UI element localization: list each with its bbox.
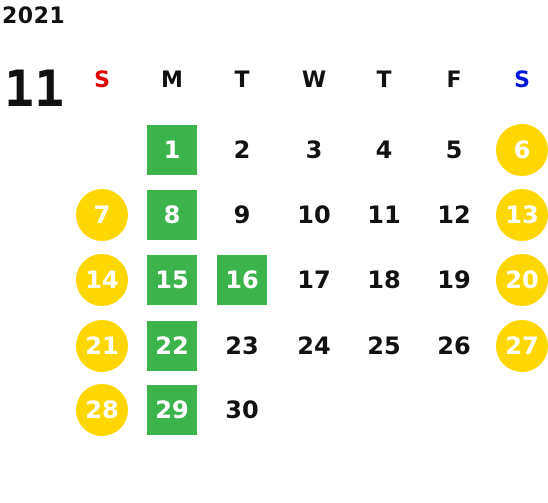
day-cell-25: 25 — [367, 332, 401, 360]
day-cell-22: 22 — [147, 321, 197, 371]
day-cell-12: 12 — [437, 201, 471, 229]
day-cell-14: 14 — [76, 254, 128, 306]
day-cell-11: 11 — [367, 201, 401, 229]
day-cell-23: 23 — [225, 332, 259, 360]
day-cell-2: 2 — [233, 136, 251, 164]
day-cell-27: 27 — [496, 320, 548, 372]
day-cell-20: 20 — [496, 254, 548, 306]
day-cell-1: 1 — [147, 125, 197, 175]
day-cell-4: 4 — [375, 136, 393, 164]
day-cell-30: 30 — [225, 396, 259, 424]
day-cell-10: 10 — [297, 201, 331, 229]
calendar-month: 11 — [4, 60, 65, 118]
day-cell-9: 9 — [233, 201, 251, 229]
day-cell-3: 3 — [305, 136, 323, 164]
day-cell-29: 29 — [147, 385, 197, 435]
day-cell-8: 8 — [147, 190, 197, 240]
day-cell-17: 17 — [297, 266, 331, 294]
day-cell-7: 7 — [76, 189, 128, 241]
day-cell-18: 18 — [367, 266, 401, 294]
day-cell-19: 19 — [437, 266, 471, 294]
day-cell-16: 16 — [217, 255, 267, 305]
day-cell-13: 13 — [496, 189, 548, 241]
weekday-header-3: W — [301, 68, 327, 93]
weekday-header-2: T — [234, 68, 250, 93]
day-cell-24: 24 — [297, 332, 331, 360]
day-cell-28: 28 — [76, 384, 128, 436]
weekday-header-6: S — [514, 68, 530, 93]
calendar-year: 2021 — [2, 4, 66, 29]
weekday-header-5: F — [446, 68, 462, 93]
day-cell-5: 5 — [445, 136, 463, 164]
day-cell-26: 26 — [437, 332, 471, 360]
day-cell-15: 15 — [147, 255, 197, 305]
weekday-header-1: M — [161, 68, 183, 93]
weekday-header-0: S — [94, 68, 110, 93]
day-cell-6: 6 — [496, 124, 548, 176]
day-cell-21: 21 — [76, 320, 128, 372]
weekday-header-4: T — [376, 68, 392, 93]
